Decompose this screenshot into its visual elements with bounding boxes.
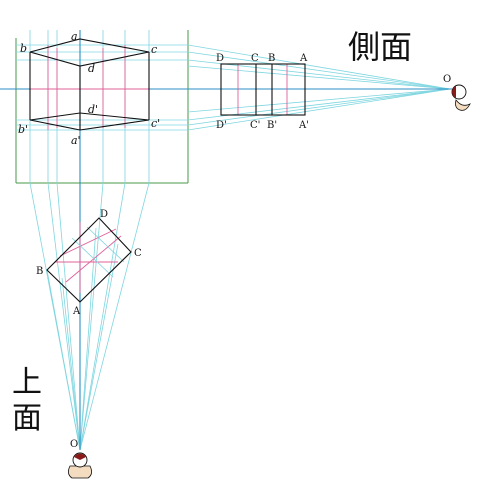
label-side-C-prime: C' bbox=[250, 120, 260, 131]
label-side-A: A bbox=[299, 53, 308, 64]
label-side-D: D bbox=[216, 53, 224, 64]
label-c-prime: c' bbox=[151, 117, 160, 130]
top-view-vanishing-lines bbox=[29, 182, 150, 451]
label-c: c bbox=[151, 43, 157, 56]
side-view-labels: D C B A D' C' B' A' O bbox=[216, 53, 451, 131]
label-side-B: B bbox=[268, 53, 275, 64]
top-eye-icon bbox=[68, 452, 92, 479]
side-view-vanishing-lines bbox=[187, 44, 451, 131]
side-eye-icon bbox=[451, 84, 471, 111]
label-a: a bbox=[71, 30, 78, 43]
label-top-A: A bbox=[72, 306, 81, 317]
top-view-title-1: 上 bbox=[12, 366, 42, 399]
projection-frame bbox=[15, 30, 189, 184]
side-view-title: 側面 bbox=[348, 29, 412, 65]
side-view-box bbox=[220, 63, 306, 116]
label-side-D-prime: D' bbox=[216, 120, 227, 131]
label-side-C: C bbox=[251, 53, 259, 64]
label-top-C: C bbox=[134, 248, 142, 259]
label-top-O: O bbox=[70, 439, 78, 450]
front-view-labels: a b c d d' b' c' a' bbox=[18, 30, 160, 147]
label-top-B: B bbox=[36, 266, 43, 277]
top-view-labels: D C B A O bbox=[36, 209, 142, 450]
label-top-D: D bbox=[100, 209, 108, 220]
top-view-title-2: 面 bbox=[12, 402, 42, 435]
label-b-prime: b' bbox=[18, 123, 28, 136]
front-view-box bbox=[29, 38, 150, 131]
label-side-B-prime: B' bbox=[267, 120, 277, 131]
label-a-prime: a' bbox=[71, 134, 81, 147]
label-side-A-prime: A' bbox=[298, 120, 309, 131]
front-horizontal-guides bbox=[16, 44, 188, 131]
label-d-prime: d' bbox=[88, 103, 98, 116]
label-b: b bbox=[20, 42, 27, 55]
label-d: d bbox=[88, 62, 95, 75]
top-view-square bbox=[46, 217, 132, 303]
label-side-O: O bbox=[443, 74, 451, 85]
